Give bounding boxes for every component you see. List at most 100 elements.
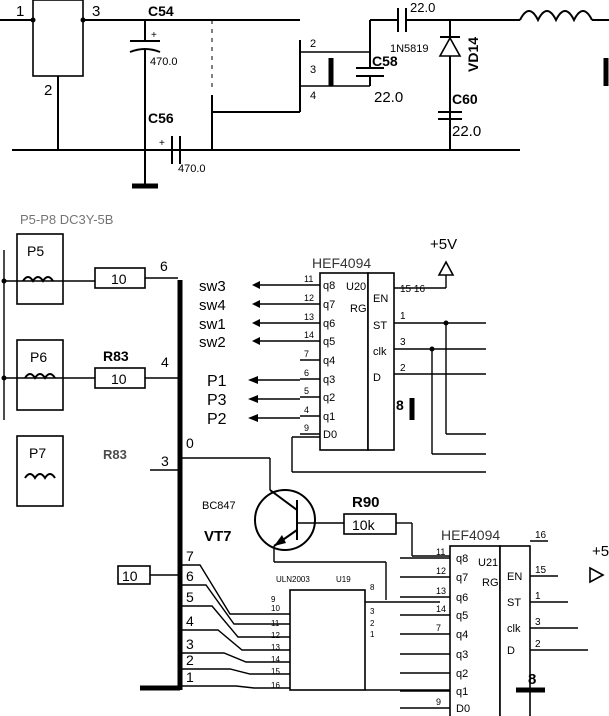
inductor-symbol xyxy=(519,10,593,23)
signal-label: P2 xyxy=(207,411,227,428)
u19-pin-num: 16 xyxy=(271,681,280,690)
u19-part: ULN2003 xyxy=(276,575,310,584)
bus-tap-label: 6 xyxy=(186,568,194,584)
u19-pin-num: 1 xyxy=(370,630,375,639)
u20-pin-name: clk xyxy=(373,346,387,358)
cut-label: P5-P8 DC3Y-5B xyxy=(20,212,113,227)
sensor-p7-label: P7 xyxy=(29,445,46,461)
transistor-part: BC847 xyxy=(202,500,236,512)
regulator-block xyxy=(32,0,84,77)
u20-pin-name: q7 xyxy=(323,299,335,311)
power-5v: +5V xyxy=(430,236,457,253)
u19-pin-num: 10 xyxy=(271,604,280,613)
signal-label: sw1 xyxy=(199,316,226,333)
u20-part: HEF4094 xyxy=(312,255,371,271)
u21-pin-num: 15 xyxy=(535,565,547,576)
u19-pin-num: 12 xyxy=(271,631,280,640)
u21-gnd-pin: 8 xyxy=(528,671,536,688)
u20-pin-name: q3 xyxy=(323,374,335,386)
c54-value: 470.0 xyxy=(150,56,178,68)
signal-label: P1 xyxy=(207,373,227,390)
signal-label: P3 xyxy=(207,392,227,409)
u20-pin-num: 13 xyxy=(304,312,314,322)
ic-pin-3: 3 xyxy=(310,64,316,76)
c58-value: 22.0 xyxy=(374,89,403,106)
u20-pin-num: 7 xyxy=(304,349,309,359)
u20-pin-name: q4 xyxy=(323,355,335,367)
u21-pin-num: 11 xyxy=(436,547,445,557)
ic-pin-2: 2 xyxy=(310,38,316,50)
resistor-p7-ref: R83 xyxy=(103,447,127,462)
pin-3-label: 3 xyxy=(92,3,100,20)
u21-pin-list: 11q812q713q614q57q4q3q2q19D016EN15ST1clk… xyxy=(400,530,588,715)
sensor-p5-label: P5 xyxy=(27,243,44,259)
transistor-body xyxy=(254,489,316,551)
bus-node-4: 4 xyxy=(161,354,169,370)
u21-pin-num: 3 xyxy=(535,617,541,628)
c54-plus: + xyxy=(151,30,157,41)
u19-pin-num: 8 xyxy=(370,583,375,592)
bus-node-0: 0 xyxy=(186,435,194,451)
u21-pin-num: 14 xyxy=(436,604,446,614)
u19-pin-num: 15 xyxy=(271,667,280,676)
u20-pin-name: EN xyxy=(373,293,388,305)
u21-type: RG xyxy=(482,577,499,589)
u20-pin-num: 4 xyxy=(304,405,309,415)
u20-control-lines xyxy=(291,320,486,473)
u21-pin-name: ST xyxy=(507,597,521,609)
u19-pin-num: 2 xyxy=(370,619,375,628)
u20-right-section xyxy=(367,272,395,451)
u21-pin-name: q3 xyxy=(456,649,468,661)
diode-part: 1N5819 xyxy=(390,43,429,55)
u20-ref: U20 xyxy=(346,281,366,293)
u20-pin-num: 2 xyxy=(400,363,406,374)
u21-pin-name: q4 xyxy=(456,629,468,641)
u21-pin-name: q1 xyxy=(456,686,468,698)
u21-pin-name: EN xyxy=(507,571,522,583)
c54-ref: C54 xyxy=(148,3,174,19)
u20-pin-num: 12 xyxy=(304,293,314,303)
u21-pin-name: D xyxy=(507,645,515,657)
sensor-section: P5 10 6 P6 10 R83 4 P7 R83 3 0 10 xyxy=(1,233,271,691)
u19-pin-num: 13 xyxy=(271,643,280,652)
sensor-p7 xyxy=(16,435,64,507)
signal-label: sw3 xyxy=(199,278,226,295)
u20-pin-num: 1 xyxy=(400,311,406,322)
sensor-p6-label: P6 xyxy=(30,349,47,365)
top-cap-value: 22.0 xyxy=(410,0,435,15)
signal-label: sw2 xyxy=(199,334,226,351)
u20-pin-num: 15 16 xyxy=(400,284,425,295)
u21-pin-num: 16 xyxy=(535,530,547,541)
u20-pin-num: 3 xyxy=(400,337,406,348)
ic-u20: HEF4094 U20 RG 11q812q713q614q57q46q35q2… xyxy=(300,236,457,451)
bus-node-6: 6 xyxy=(160,258,168,274)
u21-pin-name: q6 xyxy=(456,592,468,604)
resistor-p5-value: 10 xyxy=(111,271,127,287)
ic-pin-4: 4 xyxy=(310,90,316,102)
resistor-bus-lower-value: 10 xyxy=(122,568,138,584)
u20-pin-name: q2 xyxy=(323,392,335,404)
u20-pin-name: ST xyxy=(373,320,387,332)
u21-ref: U21 xyxy=(478,557,498,569)
u20-gnd-pin: 8 xyxy=(396,397,404,413)
r90-ref: R90 xyxy=(352,494,380,511)
u20-pin-num: 11 xyxy=(304,274,313,284)
u19-pin-num: 3 xyxy=(370,607,375,616)
u20-pin-name: q8 xyxy=(323,280,335,292)
u19-pin-num: 14 xyxy=(271,655,280,664)
u21-pin-name: q8 xyxy=(456,553,468,565)
sensor-p5 xyxy=(16,233,64,305)
c56-value: 470.0 xyxy=(178,163,206,175)
u20-pin-name: D0 xyxy=(323,429,337,441)
u20-pin-name: q5 xyxy=(323,336,335,348)
u20-pin-num: 9 xyxy=(304,423,309,433)
resistor-p6-value: 10 xyxy=(111,371,127,387)
c56-ref: C56 xyxy=(148,110,174,126)
ic-u21: HEF4094 U21 RG 11q812q713q614q57q4q3q2q1… xyxy=(400,527,609,716)
u19-ref: U19 xyxy=(336,575,351,584)
u21-pin-num: 2 xyxy=(535,639,541,650)
